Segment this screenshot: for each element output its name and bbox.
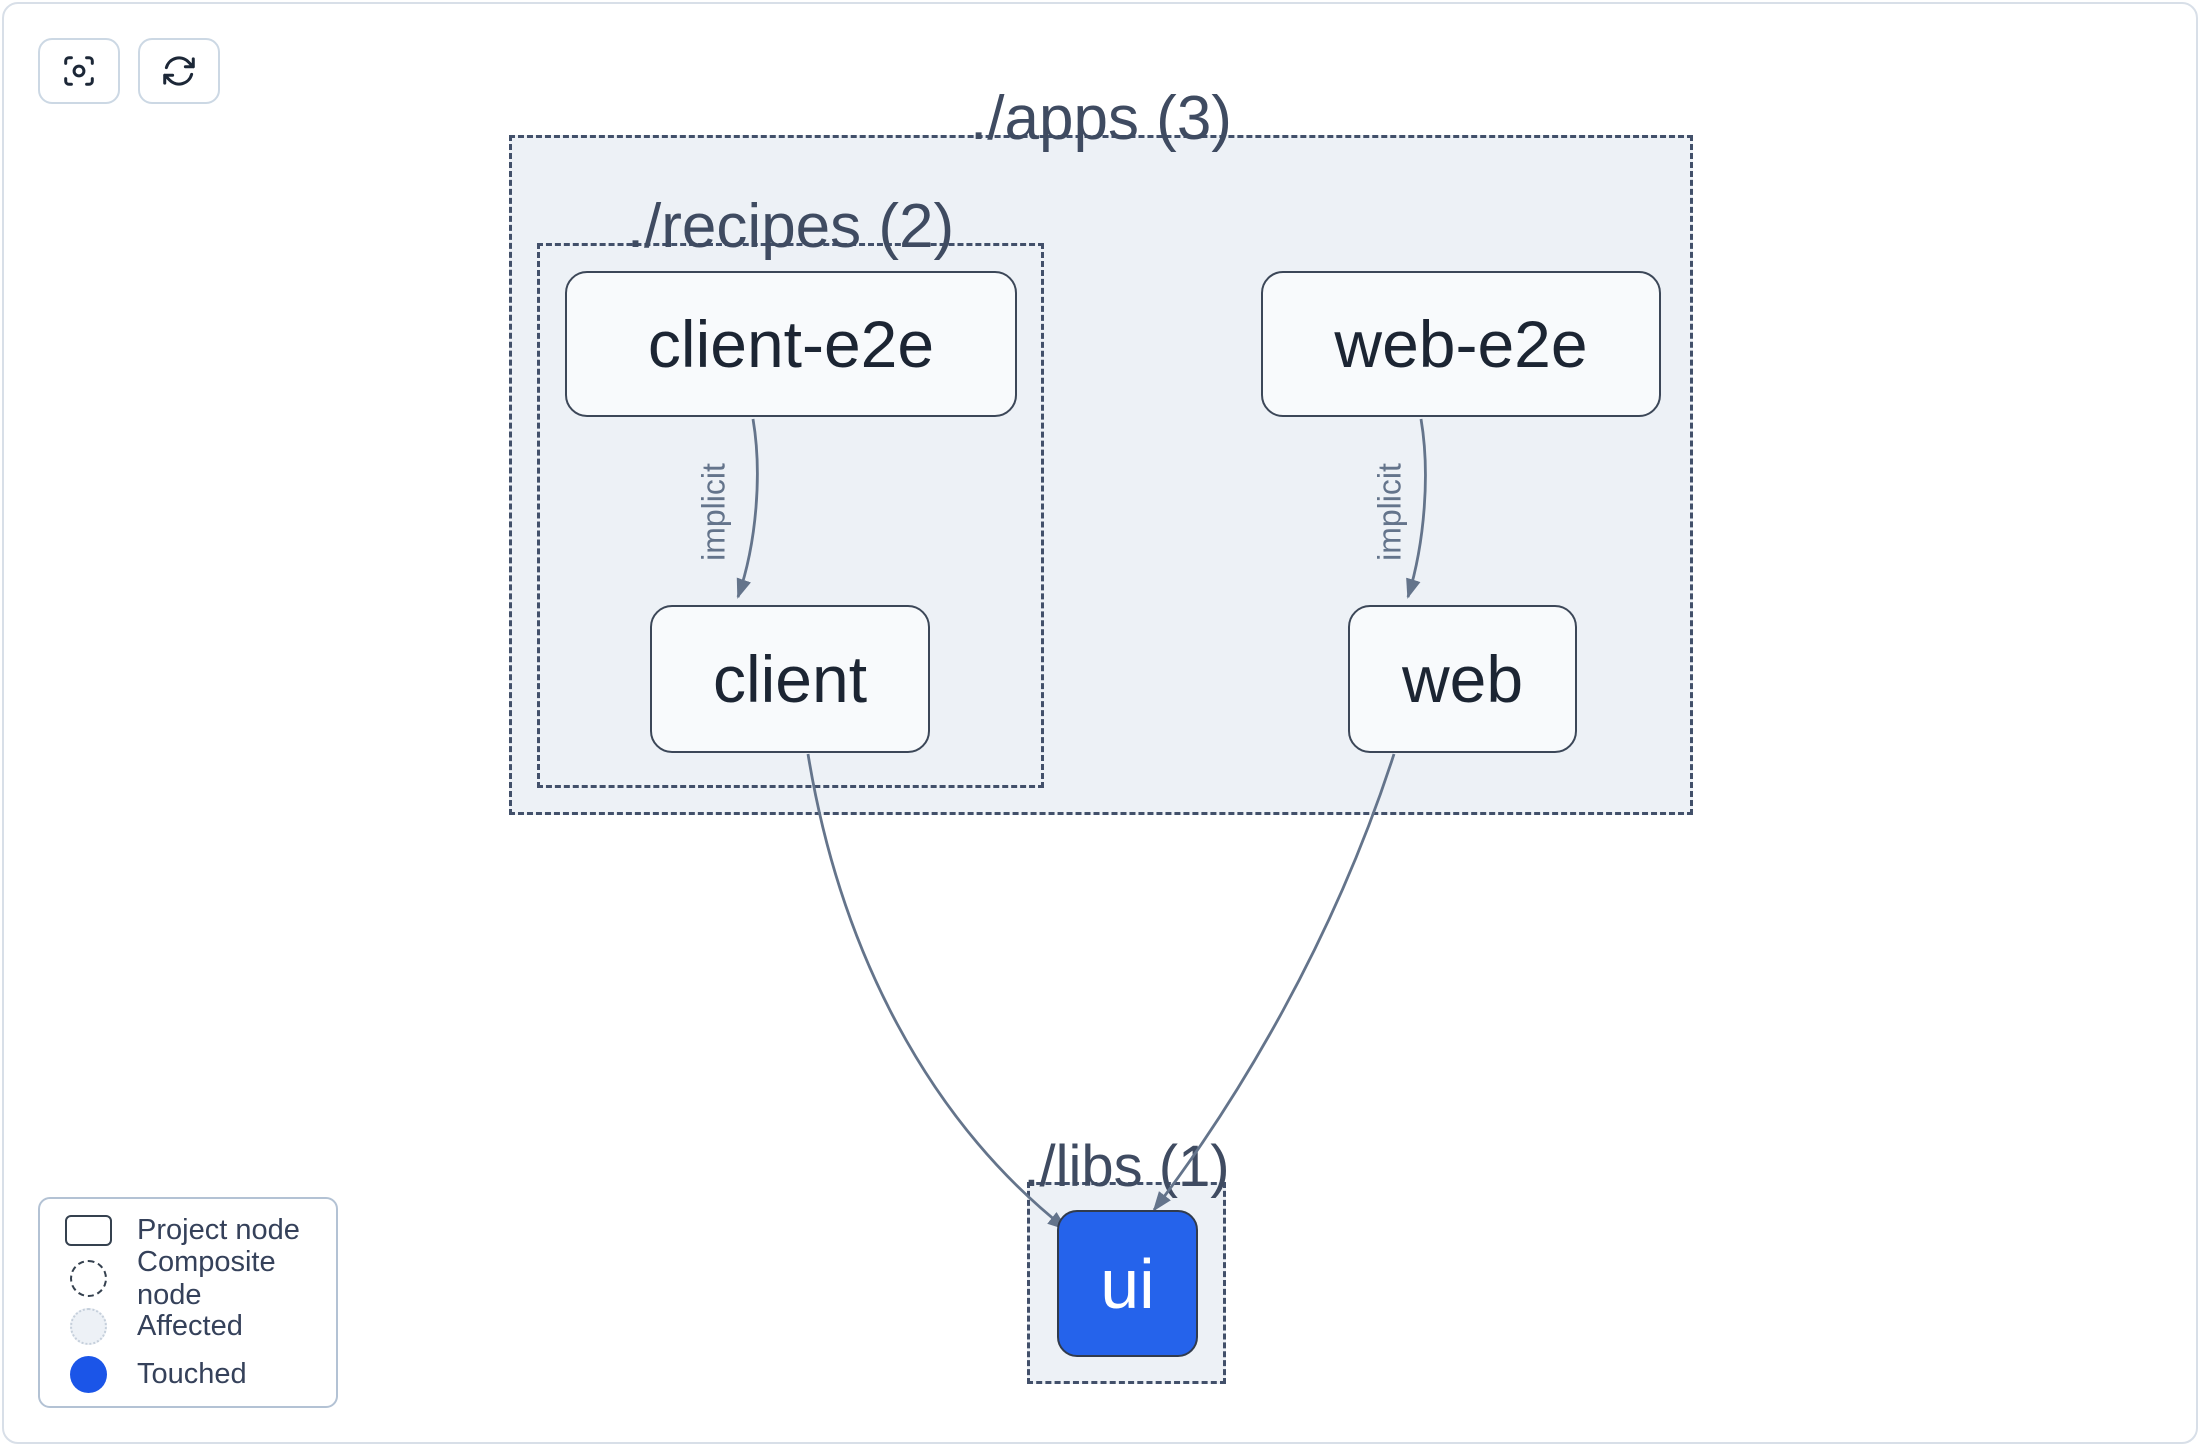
legend-label: Project node bbox=[137, 1214, 300, 1247]
legend-item-project-node: Project node bbox=[40, 1207, 336, 1255]
legend-item-composite-node: Composite node bbox=[40, 1246, 336, 1311]
node-web-e2e[interactable]: web-e2e bbox=[1261, 271, 1661, 417]
node-ui-label: ui bbox=[1100, 1244, 1155, 1323]
node-ui-touched[interactable]: ui bbox=[1057, 1210, 1198, 1357]
node-client-label: client bbox=[712, 642, 868, 716]
group-libs-label: ./libs (1) bbox=[1023, 1134, 1230, 1200]
group-recipes[interactable]: ./recipes (2) bbox=[537, 192, 1044, 788]
group-apps-label: ./apps (3) bbox=[970, 83, 1232, 153]
node-client-e2e-label: client-e2e bbox=[647, 307, 935, 381]
legend-label: Affected bbox=[137, 1310, 243, 1342]
node-web-label: web bbox=[1401, 642, 1524, 716]
refresh-button[interactable] bbox=[138, 38, 220, 104]
reset-focus-button[interactable] bbox=[38, 38, 120, 104]
legend-panel: Project node Composite node Affected Tou… bbox=[38, 1197, 338, 1408]
legend-label: Composite node bbox=[137, 1245, 276, 1311]
legend-label: Touched bbox=[137, 1357, 247, 1390]
refresh-icon bbox=[160, 52, 198, 90]
node-web[interactable]: web bbox=[1348, 605, 1577, 753]
edge-label-implicit-web: implicit bbox=[1371, 463, 1408, 561]
composite-node-swatch bbox=[70, 1260, 107, 1298]
node-web-e2e-label: web-e2e bbox=[1334, 307, 1588, 381]
touched-swatch bbox=[70, 1355, 107, 1393]
group-recipes-label: ./recipes (2) bbox=[626, 191, 955, 261]
project-node-swatch bbox=[65, 1215, 112, 1247]
legend-item-affected: Affected bbox=[40, 1303, 336, 1351]
node-client-e2e[interactable]: client-e2e bbox=[565, 271, 1017, 417]
affected-swatch bbox=[70, 1308, 107, 1345]
focus-icon bbox=[60, 52, 98, 90]
node-client[interactable]: client bbox=[650, 605, 930, 753]
edge-label-implicit-client: implicit bbox=[695, 463, 732, 561]
legend-item-touched: Touched bbox=[40, 1350, 336, 1398]
